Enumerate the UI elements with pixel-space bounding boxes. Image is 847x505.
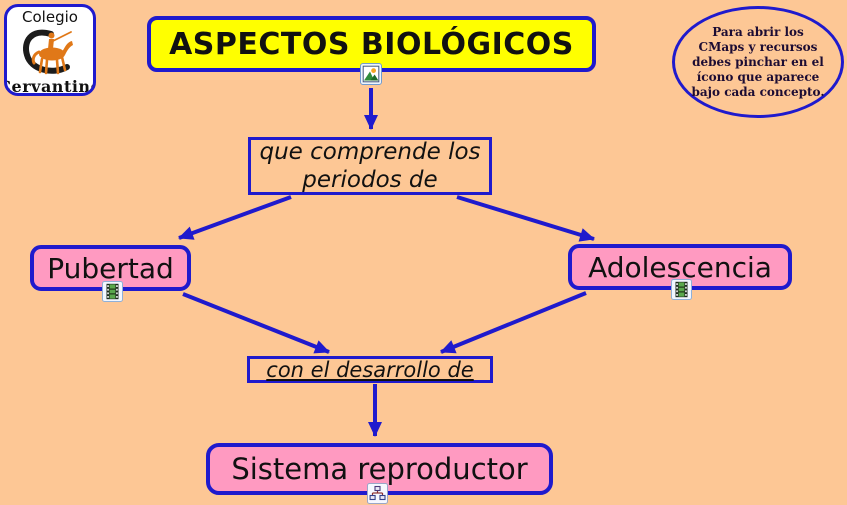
note-line: debes pinchar en el <box>692 54 824 69</box>
linking-phrase-que-comprende-label: que comprende los periodos de <box>259 139 481 193</box>
school-logo: Colegio Cervantino <box>4 4 96 96</box>
concept-aspectos-biologicos-label: ASPECTOS BIOLÓGICOS <box>169 26 574 62</box>
instruction-note-oval: Para abrir los CMaps y recursos debes pi… <box>672 6 844 118</box>
concept-sistema-reproductor[interactable]: Sistema reproductor <box>206 443 553 495</box>
concept-map-icon[interactable] <box>367 483 388 504</box>
concept-sistema-reproductor-label: Sistema reproductor <box>231 452 528 486</box>
concept-pubertad-label: Pubertad <box>47 251 174 285</box>
video-icon[interactable] <box>671 279 692 300</box>
connector-adolescencia-to-con <box>440 291 587 354</box>
note-line: bajo cada concepto. <box>691 84 825 99</box>
school-logo-line2: Cervantino <box>7 77 93 96</box>
linking-phrase-con-el-desarrollo[interactable]: con el desarrollo de <box>247 356 493 383</box>
quixote-horse-logo-icon <box>19 26 81 82</box>
image-icon[interactable] <box>360 63 382 85</box>
note-line: ícono que aparece <box>696 69 820 84</box>
connector-pubertad-to-con <box>182 292 330 354</box>
linking-phrase-que-comprende[interactable]: que comprende los periodos de <box>248 137 492 195</box>
concept-aspectos-biologicos[interactable]: ASPECTOS BIOLÓGICOS <box>147 16 596 72</box>
note-line: Para abrir los <box>712 24 804 39</box>
connector-que-to-adolescencia <box>456 195 595 242</box>
connector-que-to-pubertad <box>178 195 292 240</box>
school-logo-line1: Colegio <box>22 8 78 26</box>
concept-adolescencia-label: Adolescencia <box>588 250 772 284</box>
linking-phrase-con-el-desarrollo-label: con el desarrollo de <box>266 357 474 382</box>
note-line: CMaps y recursos <box>698 39 818 54</box>
video-icon[interactable] <box>102 281 123 302</box>
